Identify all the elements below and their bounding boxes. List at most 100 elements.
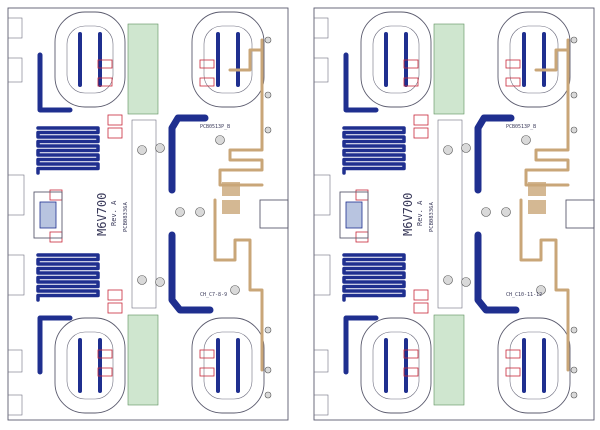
tan-pad — [528, 182, 546, 196]
tan-trace — [228, 48, 264, 72]
component-pad — [49, 231, 63, 243]
transformer-outline — [191, 11, 265, 108]
mounting-hole — [175, 207, 185, 217]
edge-notch — [7, 394, 23, 416]
mounting-hole — [137, 145, 147, 155]
component-pad — [199, 77, 215, 87]
edge-notch — [565, 199, 595, 229]
transformer-outline — [360, 317, 432, 414]
via — [570, 391, 578, 399]
blue-serpentine — [36, 253, 100, 302]
component-pad — [505, 77, 521, 87]
tan-pad — [528, 200, 546, 214]
component-pad — [403, 59, 419, 69]
component-pad — [413, 127, 429, 139]
via — [570, 366, 578, 374]
component-pad — [199, 349, 215, 359]
blue-trace — [343, 52, 379, 113]
mounting-hole — [137, 275, 147, 285]
component-pad — [97, 367, 113, 377]
top-ref-label: PCB0513P_B — [200, 124, 230, 130]
tan-trace — [534, 48, 570, 72]
via — [570, 326, 578, 334]
bottom-ref-label: CH_C10-11-12 — [506, 292, 542, 298]
component-pad — [97, 59, 113, 69]
ground-strip — [127, 23, 159, 115]
mounting-hole — [501, 207, 511, 217]
via — [264, 391, 272, 399]
via — [264, 126, 272, 134]
edge-notch — [259, 199, 289, 229]
mounting-hole — [230, 285, 240, 295]
component-pad — [97, 349, 113, 359]
edge-notch — [313, 174, 331, 216]
mounting-hole — [155, 143, 165, 153]
component-pad — [107, 127, 123, 139]
pcb-label: PCB08336A — [429, 202, 435, 232]
mounting-hole — [536, 285, 546, 295]
transformer-outline — [497, 317, 571, 414]
tan-trace — [519, 198, 570, 372]
bottom-ref-label: CH_C7-8-9 — [200, 292, 227, 298]
edge-notch — [313, 17, 329, 39]
transformer-inner — [66, 25, 114, 94]
component-pad — [107, 289, 123, 301]
component-pad — [505, 367, 521, 377]
component-pad — [505, 349, 521, 359]
transformer-outline — [191, 317, 265, 414]
tan-pad — [222, 200, 240, 214]
transformer-outline — [360, 11, 432, 108]
component-pad — [97, 77, 113, 87]
via — [264, 36, 272, 44]
edge-notch — [7, 254, 25, 296]
via — [570, 36, 578, 44]
mounting-hole — [521, 135, 531, 145]
rev-label: Rev. A — [110, 200, 118, 226]
center-column — [131, 119, 157, 309]
mounting-hole — [443, 275, 453, 285]
blue-bracket — [168, 114, 209, 194]
edge-notch — [7, 17, 23, 39]
component-pad — [505, 59, 521, 69]
blue-trace — [37, 52, 73, 113]
blue-serpentine — [36, 126, 100, 175]
mounting-hole — [195, 207, 205, 217]
transformer-inner — [66, 331, 114, 400]
tan-trace — [524, 38, 570, 187]
top-ref-label: PCB0513P_B — [506, 124, 536, 130]
transformer-inner — [372, 25, 420, 94]
edge-notch — [313, 394, 329, 416]
transformer-inner — [509, 25, 559, 94]
transistor-package — [339, 191, 369, 239]
edge-notch — [7, 349, 23, 373]
edge-notch — [313, 349, 329, 373]
blue-serpentine — [342, 253, 406, 302]
transformer-outline — [54, 11, 126, 108]
blue-trace — [343, 315, 379, 375]
component-pad — [107, 302, 123, 314]
component-pad — [199, 367, 215, 377]
blue-bracket — [474, 231, 520, 314]
via — [264, 366, 272, 374]
transformer-inner — [372, 331, 420, 400]
blue-trace — [37, 315, 73, 375]
pcb-label: PCB08336A — [123, 202, 129, 232]
component-pad — [403, 349, 419, 359]
mounting-hole — [461, 277, 471, 287]
via — [264, 326, 272, 334]
edge-notch — [313, 57, 329, 83]
blue-bracket — [168, 231, 214, 314]
via — [570, 91, 578, 99]
component-pad — [355, 189, 369, 201]
ground-strip — [433, 23, 465, 115]
via — [264, 91, 272, 99]
transistor-package — [33, 191, 63, 239]
component-pad — [355, 231, 369, 243]
center-column — [437, 119, 463, 309]
edge-notch — [7, 174, 25, 216]
tan-trace — [213, 198, 264, 372]
